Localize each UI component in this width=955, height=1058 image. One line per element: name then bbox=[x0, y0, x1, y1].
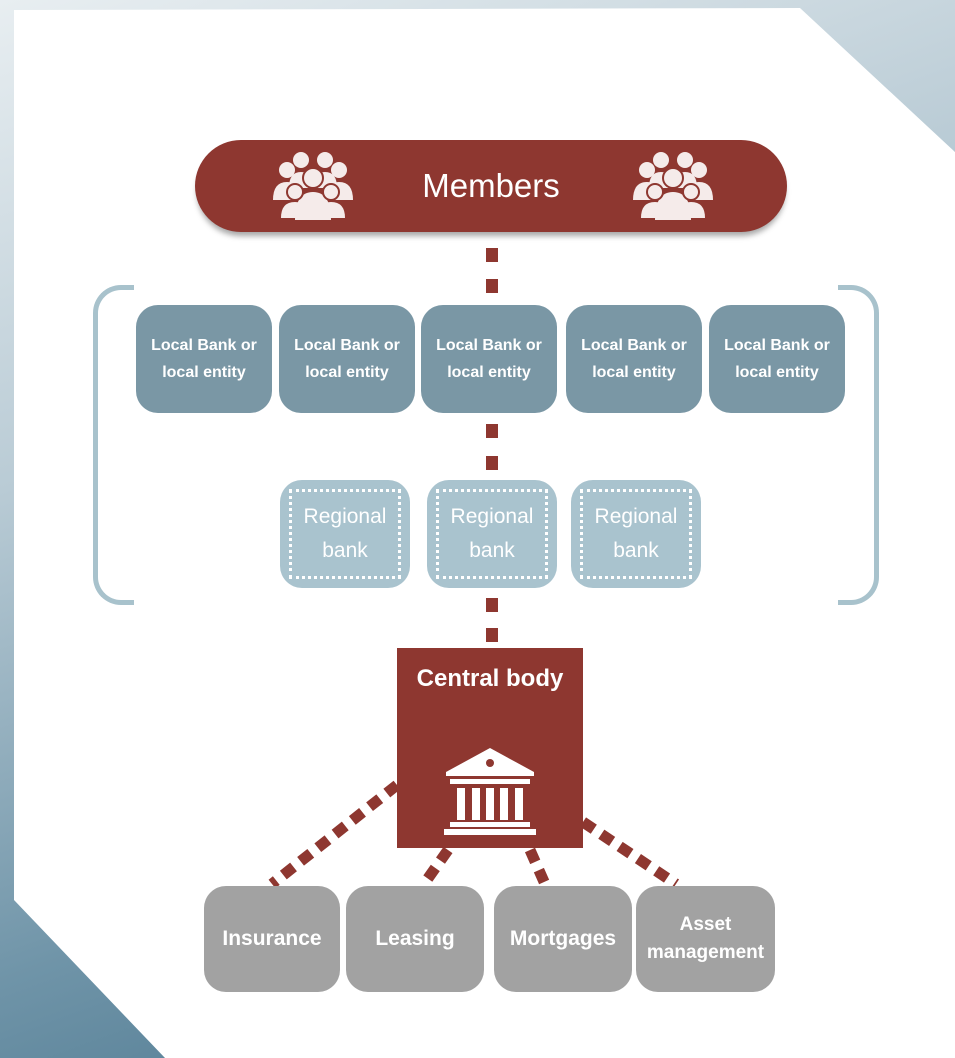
bank-building-icon bbox=[444, 748, 536, 835]
regional-bank-label: Regional bank bbox=[436, 489, 548, 579]
connector-regional-central bbox=[486, 598, 498, 612]
regional-bank-box: Regional bank bbox=[571, 480, 701, 588]
local-bank-box: Local Bank or local entity bbox=[279, 305, 415, 413]
group-bracket-left bbox=[93, 285, 134, 605]
local-bank-box: Local Bank or local entity bbox=[421, 305, 557, 413]
central-body-box: Central body bbox=[397, 648, 583, 848]
local-bank-label: Local Bank or local entity bbox=[294, 337, 400, 381]
members-banner: Members bbox=[195, 140, 787, 232]
connector-members-local bbox=[486, 248, 498, 262]
local-bank-label: Local Bank or local entity bbox=[724, 337, 830, 381]
subsidiary-box-leasing: Leasing bbox=[346, 886, 484, 992]
connector-leasing bbox=[419, 846, 453, 888]
local-bank-box: Local Bank or local entity bbox=[136, 305, 272, 413]
subsidiary-box-insurance: Insurance bbox=[204, 886, 340, 992]
connector-regional-central bbox=[486, 628, 498, 642]
subsidiary-label: Mortgages bbox=[509, 927, 617, 950]
local-bank-box: Local Bank or local entity bbox=[709, 305, 845, 413]
group-bracket-right bbox=[838, 285, 879, 605]
local-bank-label: Local Bank or local entity bbox=[436, 337, 542, 381]
people-group-icon bbox=[633, 152, 713, 220]
connector-mortgages bbox=[524, 847, 551, 887]
connector-insurance bbox=[268, 780, 401, 889]
regional-bank-label: Regional bank bbox=[289, 489, 401, 579]
regional-bank-box: Regional bank bbox=[427, 480, 557, 588]
connector-local-regional bbox=[486, 424, 498, 438]
people-group-icon bbox=[273, 152, 353, 220]
connector-local-regional bbox=[486, 456, 498, 470]
connector-members-local bbox=[486, 279, 498, 293]
local-bank-box: Local Bank or local entity bbox=[566, 305, 702, 413]
subsidiary-box-asset-management: Asset management bbox=[636, 886, 775, 992]
local-bank-label: Local Bank or local entity bbox=[151, 337, 257, 381]
local-bank-label: Local Bank or local entity bbox=[581, 337, 687, 381]
members-label: Members bbox=[422, 167, 560, 204]
central-body-label: Central body bbox=[416, 665, 564, 692]
subsidiary-label: Insurance bbox=[222, 927, 322, 950]
subsidiary-label: Asset management bbox=[646, 914, 765, 963]
connector-asset-management bbox=[579, 817, 680, 889]
subsidiary-box-mortgages: Mortgages bbox=[494, 886, 632, 992]
regional-bank-box: Regional bank bbox=[280, 480, 410, 588]
regional-bank-label: Regional bank bbox=[580, 489, 692, 579]
subsidiary-label: Leasing bbox=[375, 927, 455, 950]
